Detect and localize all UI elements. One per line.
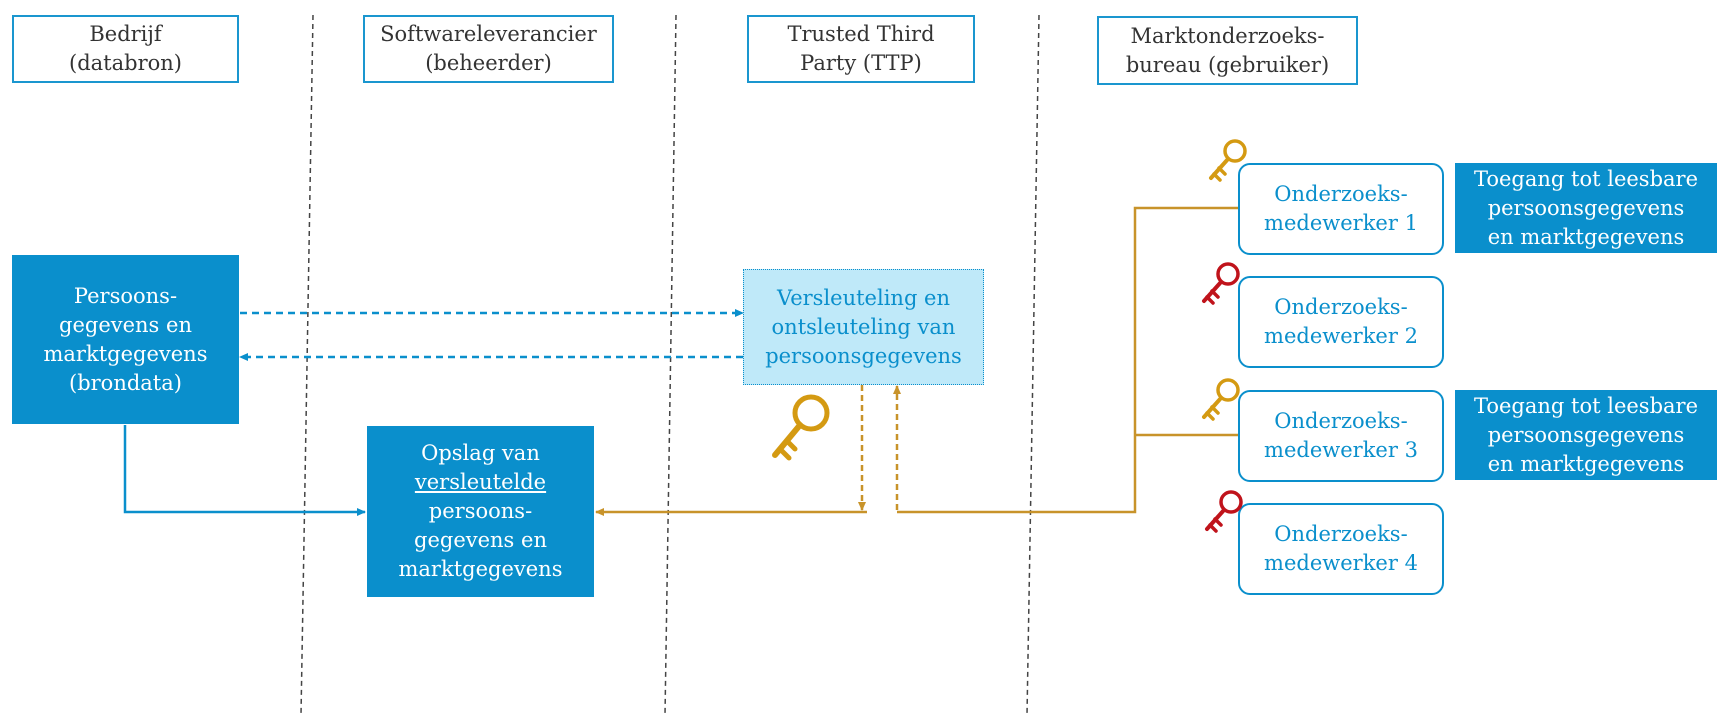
- worker-1-box: Onderzoeks- medewerker 1: [1238, 163, 1444, 255]
- column-header-bedrijf: Bedrijf (databron): [12, 15, 239, 83]
- source-to-storage-arrow: [123, 425, 366, 516]
- encrypted-storage-box: Opslag van versleutelde persoons- gegeve…: [367, 426, 594, 597]
- storage-line-1: Opslag van: [421, 441, 540, 465]
- ttp-encryption-box: Versleuteling en ontsleuteling van perso…: [743, 269, 984, 385]
- ttp-master-key-icon: [772, 394, 830, 461]
- access-label-worker-3: Toegang tot leesbare persoonsgegevens en…: [1455, 390, 1717, 480]
- source-data-box: Persoons- gegevens en marktgegevens (bro…: [12, 255, 239, 424]
- column-header-marktonderzoeksbureau: Marktonderzoeks- bureau (gebruiker): [1097, 16, 1358, 85]
- worker-2-red-key-icon: [1202, 262, 1240, 305]
- workers-to-ttp-line: [897, 206, 1238, 514]
- column-header-softwareleverancier: Softwareleverancier (beheerder): [363, 15, 614, 83]
- column-header-ttp: Trusted Third Party (TTP): [747, 15, 975, 83]
- worker-1-gold-key-icon: [1209, 139, 1247, 182]
- column-divider-2: [664, 14, 677, 715]
- column-divider-3: [1026, 14, 1040, 715]
- column-divider-1: [300, 14, 314, 715]
- access-label-worker-1: Toegang tot leesbare persoonsgegevens en…: [1455, 163, 1717, 253]
- storage-line-3: persoons- gegevens en marktgegevens: [398, 499, 563, 581]
- worker-4-box: Onderzoeks- medewerker 4: [1238, 503, 1444, 595]
- worker-4-red-key-icon: [1205, 490, 1243, 533]
- worker-3-gold-key-icon: [1202, 378, 1240, 421]
- storage-underlined-word: versleutelde: [414, 470, 547, 494]
- worker-2-box: Onderzoeks- medewerker 2: [1238, 276, 1444, 368]
- worker-3-box: Onderzoeks- medewerker 3: [1238, 390, 1444, 482]
